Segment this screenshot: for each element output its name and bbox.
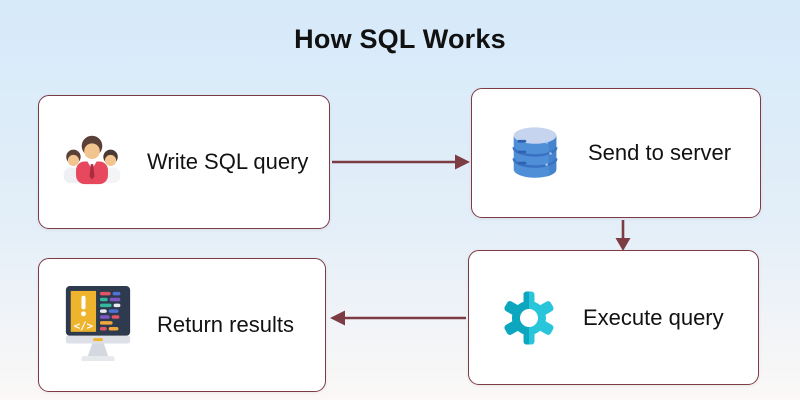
step-label: Write SQL query (147, 149, 309, 174)
arrow-write-to-send (332, 154, 470, 170)
step-box-write-sql-query: Write SQL query (38, 95, 330, 229)
step-box-execute-query: Execute query (468, 250, 759, 385)
step-label: Execute query (583, 304, 724, 330)
step-box-return-results: </> (38, 258, 326, 392)
svg-text:</>: </> (74, 319, 93, 332)
team-icon (59, 129, 125, 195)
step-box-send-to-server: Send to server (471, 88, 761, 218)
step-label: Send to server (588, 140, 732, 165)
monitor-code-icon: </> (61, 284, 135, 366)
arrow-send-to-execute (615, 220, 631, 251)
gear-icon (497, 286, 561, 350)
page-title: How SQL Works (294, 24, 506, 54)
arrow-execute-to-return (330, 310, 466, 326)
database-icon (504, 120, 566, 186)
step-label: Return results (157, 312, 294, 337)
